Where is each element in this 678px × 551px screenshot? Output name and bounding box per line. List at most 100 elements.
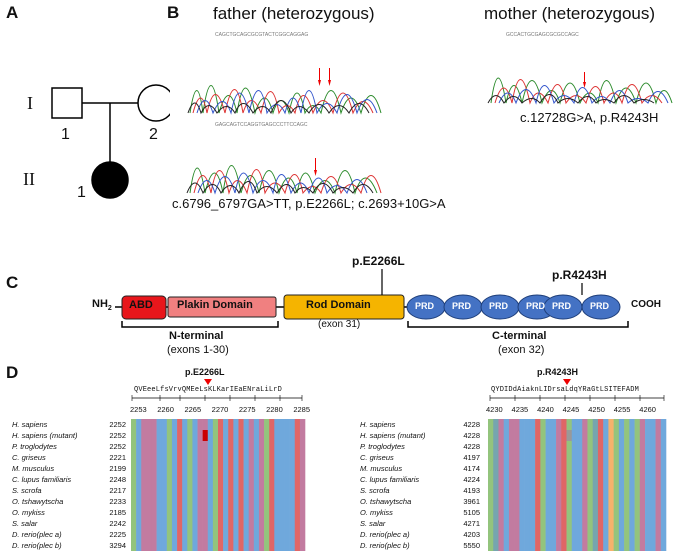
nterm-exons-label: (exons 1-30) xyxy=(167,344,229,356)
left-species-4: M. musculus xyxy=(12,464,55,473)
left-tick-0: 2253 xyxy=(130,405,147,414)
mut1-label: p.E2266L xyxy=(352,254,405,268)
father-variant-caption: c.6796_6797GA>TT, p.E2266L; c.2693+10G>A xyxy=(172,196,446,211)
right-species-8: O. mykiss xyxy=(360,508,393,517)
left-mutation-label: p.E2266L xyxy=(185,367,225,377)
right-mutation-label: p.R4243H xyxy=(537,367,579,377)
father-chromatogram-1: CAGCTGCAGCGCGTACTCGGCAGGAG xyxy=(185,28,385,118)
prd-label-4: PRD xyxy=(526,301,546,311)
left-species-7: O. tshawytscha xyxy=(12,497,64,506)
left-ruler xyxy=(131,395,303,401)
right-tick-4: 4250 xyxy=(588,405,605,414)
left-pos-2: 2252 xyxy=(109,442,126,451)
cterm-bracket xyxy=(407,321,629,328)
right-pos-7: 3961 xyxy=(463,497,480,506)
right-pos-0: 4228 xyxy=(463,420,480,429)
left-consensus: QVEeeLfsVrvQMEeLsKLKarIEaENraLiLrD xyxy=(134,386,282,394)
right-tick-3: 4245 xyxy=(562,405,580,414)
left-species-6: S. scrofa xyxy=(12,486,42,495)
left-tick-5: 2280 xyxy=(266,405,283,414)
right-pos-6: 4193 xyxy=(463,486,480,495)
right-pos-8: 5105 xyxy=(463,508,480,517)
panel-label-d: D xyxy=(6,363,19,382)
left-tick-6: 2285 xyxy=(293,405,310,414)
left-species-list: H. sapiens H. sapiens (mutant) P. troglo… xyxy=(12,419,97,551)
right-ticks: 4230 4235 4240 4245 4250 4255 4260 xyxy=(486,405,656,414)
right-species-2: P. troglodytes xyxy=(360,442,405,451)
prd-label-5: PRD xyxy=(552,301,572,311)
left-pos-10: 2225 xyxy=(109,530,126,539)
svg-text:GAGCAGTCCAGGTGAGCCCTTCCAGC: GAGCAGTCCAGGTGAGCCCTTCCAGC xyxy=(215,122,308,128)
cooh-label: COOH xyxy=(631,299,661,310)
right-tick-0: 4230 xyxy=(486,405,503,414)
panel-label-a: A xyxy=(6,3,19,22)
right-species-10: D. rerio(plec a) xyxy=(360,530,410,539)
plakin-domain-box xyxy=(167,296,277,318)
left-species-8: O. mykiss xyxy=(12,508,45,517)
left-species-10: D. rerio(plec a) xyxy=(12,530,62,539)
generation-two-label: II xyxy=(23,169,35,189)
left-pos-11: 3294 xyxy=(109,541,126,550)
right-pos-4: 4174 xyxy=(463,464,480,473)
right-mutation-marker xyxy=(563,379,571,385)
left-tick-2: 2265 xyxy=(184,405,202,414)
mut2-label: p.R4243H xyxy=(552,268,607,282)
left-pos-5: 2248 xyxy=(109,475,126,484)
left-pos-1: 2252 xyxy=(109,431,126,440)
right-species-list: H. sapiens H. sapiens (mutant) P. troglo… xyxy=(360,419,445,551)
prd-6 xyxy=(581,294,621,320)
right-species-5: C. lupus familiaris xyxy=(360,475,420,484)
left-species-9: S. salar xyxy=(12,519,38,528)
abd-label: ABD xyxy=(129,299,153,311)
right-pos-5: 4224 xyxy=(463,475,480,484)
father-symbol xyxy=(51,87,83,119)
panel-label-c: C xyxy=(6,273,19,292)
prd-label-6: PRD xyxy=(590,301,610,311)
svg-text:GCCACTGCGAGCGCGCCAGC: GCCACTGCGAGCGCGCCAGC xyxy=(506,32,579,38)
left-position-list: 2252 2252 2252 2221 2199 2248 2217 2233 … xyxy=(100,419,126,551)
left-pos-7: 2233 xyxy=(109,497,126,506)
cterm-exon-label: (exon 32) xyxy=(498,344,545,356)
plakin-label: Plakin Domain xyxy=(177,299,253,311)
mother-number: 2 xyxy=(149,126,158,143)
rod-label: Rod Domain xyxy=(306,299,371,311)
right-species-3: C. griseus xyxy=(360,453,394,462)
child-number: 1 xyxy=(77,184,86,201)
right-tick-1: 4235 xyxy=(511,405,529,414)
cterm-label: C-terminal xyxy=(492,330,547,342)
right-consensus: QYDIDdAiaknLIDrsaLdqYRaGtLSITEFADM xyxy=(491,386,639,394)
right-species-9: S. salar xyxy=(360,519,386,528)
pedigree-diagram xyxy=(51,84,170,199)
left-tick-1: 2260 xyxy=(157,405,174,414)
left-species-5: C. lupus familiaris xyxy=(12,475,72,484)
left-mutation-marker xyxy=(204,379,212,385)
mother-title: mother (heterozygous) xyxy=(484,4,656,23)
left-species-1: H. sapiens (mutant) xyxy=(12,431,78,440)
plectin-domain-diagram xyxy=(115,269,629,328)
left-pos-0: 2252 xyxy=(109,420,126,429)
right-species-6: S. scrofa xyxy=(360,486,390,495)
right-species-7: O. tshawytscha xyxy=(360,497,412,506)
generation-one-label: I xyxy=(27,93,33,113)
right-msa-block xyxy=(488,419,667,551)
nterm-label: N-terminal xyxy=(169,330,224,342)
right-species-1: H. sapiens (mutant) xyxy=(360,431,426,440)
mother-symbol xyxy=(137,84,170,122)
right-pos-11: 5550 xyxy=(463,541,480,550)
nh2-label: NH2 xyxy=(92,298,112,313)
right-tick-5: 4255 xyxy=(613,405,631,414)
right-tick-6: 4260 xyxy=(639,405,656,414)
mother-chromatogram: GCCACTGCGAGCGCGCCAGC xyxy=(486,28,676,108)
abd-domain-box xyxy=(121,295,167,320)
left-pos-8: 2185 xyxy=(109,508,126,517)
svg-text:CAGCTGCAGCGCGTACTCGGCAGGAG: CAGCTGCAGCGCGTACTCGGCAGGAG xyxy=(215,32,308,38)
left-species-2: P. troglodytes xyxy=(12,442,57,451)
left-msa-block xyxy=(131,419,306,551)
rod-exon-label: (exon 31) xyxy=(318,319,361,330)
left-tick-3: 2270 xyxy=(211,405,229,414)
left-pos-9: 2242 xyxy=(109,519,126,528)
panel-label-b: B xyxy=(167,3,180,22)
left-species-3: C. griseus xyxy=(12,453,46,462)
prd-ellipses xyxy=(406,294,621,320)
nterm-bracket xyxy=(121,321,279,328)
